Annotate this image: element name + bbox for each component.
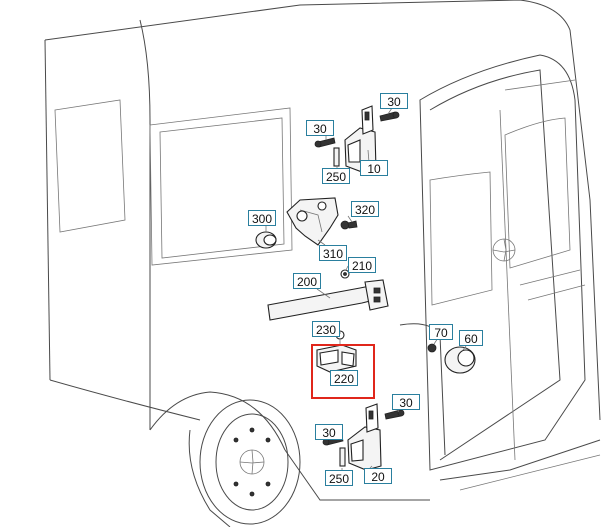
catch-part-220: [316, 344, 357, 373]
door-check-bracket: [286, 197, 339, 246]
cap-part-300: [255, 231, 277, 249]
callout-20[interactable]: 20: [364, 468, 392, 484]
callout-30-top-right[interactable]: 30: [380, 93, 408, 109]
upper-pin-part-250: [333, 147, 340, 167]
selected-part-highlight: [311, 344, 375, 399]
upper-bolt-left: [314, 137, 336, 148]
upper-bolt-right: [379, 111, 400, 122]
callout-320[interactable]: 320: [351, 201, 379, 217]
callout-10[interactable]: 10: [360, 160, 388, 176]
bumper-part-60: [444, 346, 476, 374]
callout-30-top-left[interactable]: 30: [306, 120, 334, 136]
callout-250-bottom[interactable]: 250: [325, 470, 353, 486]
callout-250-top[interactable]: 250: [322, 168, 350, 184]
rear-wheel: [188, 399, 301, 527]
callout-210[interactable]: 210: [348, 257, 376, 273]
door-check-strap-part-200: [267, 279, 389, 321]
callout-60[interactable]: 60: [459, 330, 483, 346]
callout-230[interactable]: 230: [312, 321, 340, 337]
callout-70[interactable]: 70: [429, 324, 453, 340]
callout-30-bottom-left[interactable]: 30: [315, 424, 343, 440]
logo-emblem: [492, 238, 516, 262]
lower-bolt-right: [384, 409, 405, 420]
lower-hinge-part-20: [347, 403, 382, 471]
bolt-part-320: [340, 220, 358, 230]
callout-30-bottom-right[interactable]: 30: [392, 394, 420, 410]
nut-part-210: [340, 269, 350, 279]
callout-220[interactable]: 220: [330, 370, 358, 386]
callout-310[interactable]: 310: [319, 245, 347, 261]
van-body-outline: [44, 0, 601, 501]
callout-300[interactable]: 300: [248, 210, 276, 226]
bumper-part-70: [427, 343, 437, 353]
lower-pin-part-250: [339, 447, 346, 467]
callout-200[interactable]: 200: [293, 273, 321, 289]
